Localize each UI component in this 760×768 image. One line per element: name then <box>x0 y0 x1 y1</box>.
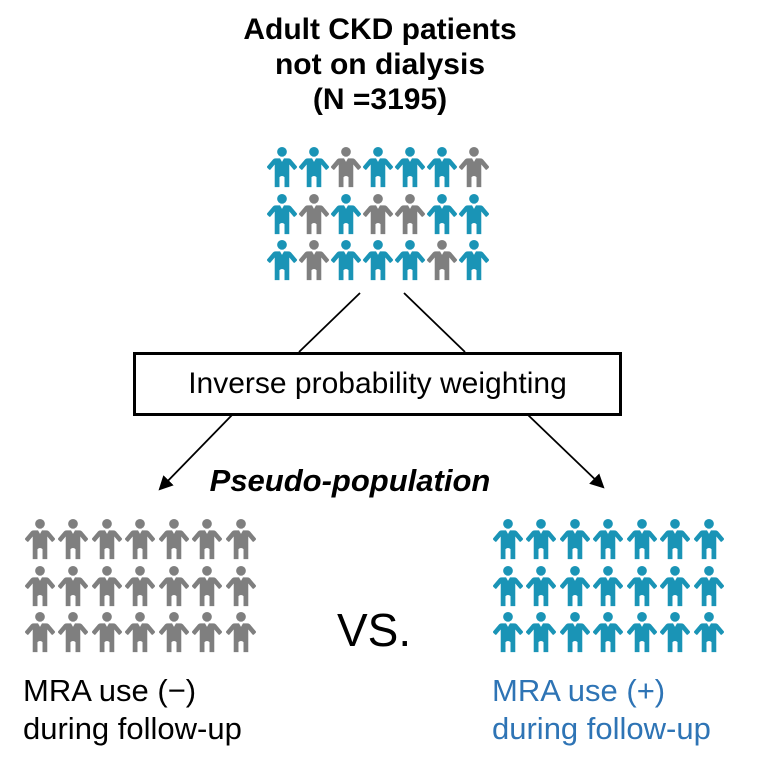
person-icon <box>559 612 590 653</box>
mra-negative-group-grid <box>23 519 258 659</box>
person-icon <box>192 519 223 560</box>
person-icon <box>125 565 156 606</box>
person-icon <box>91 565 122 606</box>
person-icon <box>299 193 329 234</box>
person-icon <box>459 240 489 281</box>
person-icon <box>58 565 89 606</box>
person-icon <box>24 519 55 560</box>
person-icon <box>459 193 489 234</box>
person-icon <box>158 565 189 606</box>
title-line-1: Adult CKD patients <box>243 13 517 46</box>
person-icon <box>693 565 724 606</box>
person-icon <box>363 147 393 188</box>
person-icon <box>331 147 361 188</box>
person-icon <box>559 565 590 606</box>
person-icon <box>626 612 657 653</box>
ipw-box: Inverse probability weighting <box>133 352 622 416</box>
person-icon <box>693 612 724 653</box>
person-icon <box>192 612 223 653</box>
person-icon <box>125 519 156 560</box>
mra-positive-group-grid <box>491 519 726 659</box>
person-icon <box>225 565 256 606</box>
person-icon <box>158 519 189 560</box>
person-icon <box>158 612 189 653</box>
person-icon <box>626 519 657 560</box>
person-icon <box>299 147 329 188</box>
person-icon <box>559 519 590 560</box>
diagram-title: Adult CKD patients not on dialysis (N =3… <box>0 12 760 117</box>
person-icon <box>660 519 691 560</box>
person-icon <box>363 240 393 281</box>
person-icon <box>492 612 523 653</box>
person-icon <box>24 612 55 653</box>
person-icon <box>58 519 89 560</box>
person-icon <box>427 147 457 188</box>
mra-negative-label-line-2: during follow-up <box>23 710 242 746</box>
person-icon <box>267 240 297 281</box>
person-icon <box>331 240 361 281</box>
mra-negative-label-line-1: MRA use (−) <box>23 673 197 708</box>
person-icon <box>526 612 557 653</box>
person-icon <box>593 519 624 560</box>
title-line-2: not on dialysis <box>274 48 486 81</box>
person-icon <box>125 612 156 653</box>
person-icon <box>459 147 489 188</box>
person-icon <box>267 193 297 234</box>
mra-positive-label-line-1: MRA use (+) <box>492 673 666 708</box>
pseudo-population-label: Pseudo-population <box>209 463 491 498</box>
person-icon <box>58 612 89 653</box>
person-icon <box>526 519 557 560</box>
title-line-3: (N =3195) <box>312 83 448 116</box>
person-icon <box>492 519 523 560</box>
person-icon <box>395 193 425 234</box>
person-icon <box>593 612 624 653</box>
person-icon <box>395 240 425 281</box>
person-icon <box>91 612 122 653</box>
person-icon <box>225 612 256 653</box>
person-icon <box>331 193 361 234</box>
mra-negative-label: MRA use (−) during follow-up <box>23 672 242 747</box>
person-icon <box>693 519 724 560</box>
person-icon <box>492 565 523 606</box>
mra-positive-label-line-2: during follow-up <box>492 710 711 746</box>
mra-positive-label: MRA use (+) during follow-up <box>492 672 711 747</box>
ipw-box-label: Inverse probability weighting <box>188 367 567 400</box>
person-icon <box>626 565 657 606</box>
connector-line-left <box>298 292 361 353</box>
baseline-population-grid <box>266 147 490 287</box>
person-icon <box>192 565 223 606</box>
person-icon <box>593 565 624 606</box>
person-icon <box>91 519 122 560</box>
person-icon <box>299 240 329 281</box>
person-icon <box>225 519 256 560</box>
person-icon <box>427 240 457 281</box>
person-icon <box>267 147 297 188</box>
person-icon <box>660 565 691 606</box>
vs-label: VS. <box>337 604 412 656</box>
connector-line-right <box>403 292 466 353</box>
person-icon <box>526 565 557 606</box>
person-icon <box>660 612 691 653</box>
person-icon <box>24 565 55 606</box>
person-icon <box>395 147 425 188</box>
person-icon <box>427 193 457 234</box>
person-icon <box>363 193 393 234</box>
